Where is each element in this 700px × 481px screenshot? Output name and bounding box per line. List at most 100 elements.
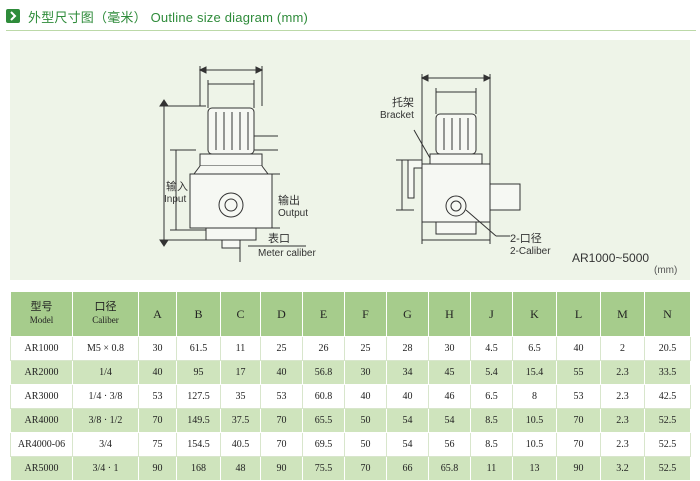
cell-h: 56 (428, 432, 471, 457)
cell-e: 26 (302, 336, 345, 361)
cell-e: 60.8 (302, 384, 345, 409)
cell-a: 30 (138, 336, 177, 361)
cell-c: 35 (220, 384, 261, 409)
table-row: AR4000-06 3/4 75 154.5 40.5 70 69.5 50 5… (10, 432, 691, 457)
cell-caliber: 3/4 (72, 432, 139, 457)
cell-model: AR3000 (10, 384, 73, 409)
header-d: D (260, 291, 303, 337)
cell-k: 13 (512, 456, 557, 481)
cell-f: 30 (344, 360, 387, 385)
header-k: K (512, 291, 557, 337)
cell-c: 17 (220, 360, 261, 385)
header-divider (6, 30, 696, 31)
cell-d: 90 (260, 456, 303, 481)
cell-g: 66 (386, 456, 429, 481)
cell-k: 10.5 (512, 408, 557, 433)
cell-g: 54 (386, 408, 429, 433)
cell-l: 55 (556, 360, 601, 385)
section-title: 外型尺寸图（毫米） Outline size diagram (mm) (28, 10, 309, 25)
caliber2-label-zh: 2-口径 (510, 233, 542, 245)
cell-b: 95 (176, 360, 221, 385)
cell-j: 6.5 (470, 384, 513, 409)
cell-b: 127.5 (176, 384, 221, 409)
cell-n: 52.5 (644, 408, 691, 433)
cell-j: 11 (470, 456, 513, 481)
cell-n: 52.5 (644, 432, 691, 457)
unit-label: (mm) (654, 265, 678, 276)
caliber2-label-en: 2-Caliber (510, 246, 551, 257)
cell-caliber: 1/4 (72, 360, 139, 385)
cell-n: 42.5 (644, 384, 691, 409)
bracket-label-en: Bracket (380, 110, 414, 121)
outline-diagram: 输入 Input 输出 Output 表口 Meter caliber 托架 B… (10, 40, 690, 280)
cell-c: 11 (220, 336, 261, 361)
cell-k: 6.5 (512, 336, 557, 361)
cell-m: 2.3 (600, 408, 645, 433)
cell-m: 2.3 (600, 360, 645, 385)
cell-n: 20.5 (644, 336, 691, 361)
header-h: H (428, 291, 471, 337)
cell-g: 28 (386, 336, 429, 361)
header-n: N (644, 291, 691, 337)
cell-m: 3.2 (600, 456, 645, 481)
cell-a: 53 (138, 384, 177, 409)
cell-model: AR4000-06 (10, 432, 73, 457)
cell-d: 70 (260, 408, 303, 433)
output-label-zh: 输出 (278, 195, 300, 207)
cell-model: AR5000 (10, 456, 73, 481)
cell-caliber: 3/4 · 1 (72, 456, 139, 481)
cell-e: 69.5 (302, 432, 345, 457)
cell-m: 2.3 (600, 432, 645, 457)
cell-f: 25 (344, 336, 387, 361)
cell-a: 40 (138, 360, 177, 385)
cell-h: 54 (428, 408, 471, 433)
cell-model: AR1000 (10, 336, 73, 361)
input-label-en: Input (164, 194, 187, 205)
cell-f: 40 (344, 384, 387, 409)
cell-a: 75 (138, 432, 177, 457)
cell-b: 168 (176, 456, 221, 481)
cell-m: 2.3 (600, 384, 645, 409)
cell-d: 70 (260, 432, 303, 457)
chevron-right-icon (6, 9, 20, 23)
cell-g: 54 (386, 432, 429, 457)
header-g: G (386, 291, 429, 337)
cell-k: 15.4 (512, 360, 557, 385)
cell-model: AR2000 (10, 360, 73, 385)
cell-g: 40 (386, 384, 429, 409)
cell-f: 50 (344, 432, 387, 457)
cell-d: 40 (260, 360, 303, 385)
section-header: 外型尺寸图（毫米） Outline size diagram (mm) (0, 0, 700, 34)
cell-l: 90 (556, 456, 601, 481)
table-row: AR4000 3/8 · 1/2 70 149.5 37.5 70 65.5 5… (10, 408, 691, 433)
cell-b: 61.5 (176, 336, 221, 361)
cell-c: 37.5 (220, 408, 261, 433)
regulator-drawing (159, 66, 521, 262)
cell-g: 34 (386, 360, 429, 385)
cell-h: 45 (428, 360, 471, 385)
table-row: AR5000 3/4 · 1 90 168 48 90 75.5 70 66 6… (10, 456, 691, 481)
cell-k: 8 (512, 384, 557, 409)
cell-e: 75.5 (302, 456, 345, 481)
table-row: AR3000 1/4 · 3/8 53 127.5 35 53 60.8 40 … (10, 384, 691, 409)
cell-h: 46 (428, 384, 471, 409)
cell-c: 40.5 (220, 432, 261, 457)
cell-m: 2 (600, 336, 645, 361)
cell-e: 56.8 (302, 360, 345, 385)
cell-h: 65.8 (428, 456, 471, 481)
cell-j: 5.4 (470, 360, 513, 385)
cell-b: 149.5 (176, 408, 221, 433)
cell-d: 53 (260, 384, 303, 409)
cell-l: 70 (556, 408, 601, 433)
bracket-label-zh: 托架 (392, 97, 414, 109)
cell-b: 154.5 (176, 432, 221, 457)
cell-a: 90 (138, 456, 177, 481)
output-label-en: Output (278, 208, 309, 219)
cell-l: 53 (556, 384, 601, 409)
cell-f: 50 (344, 408, 387, 433)
cell-j: 8.5 (470, 408, 513, 433)
series-label: AR1000~5000 (572, 251, 650, 265)
